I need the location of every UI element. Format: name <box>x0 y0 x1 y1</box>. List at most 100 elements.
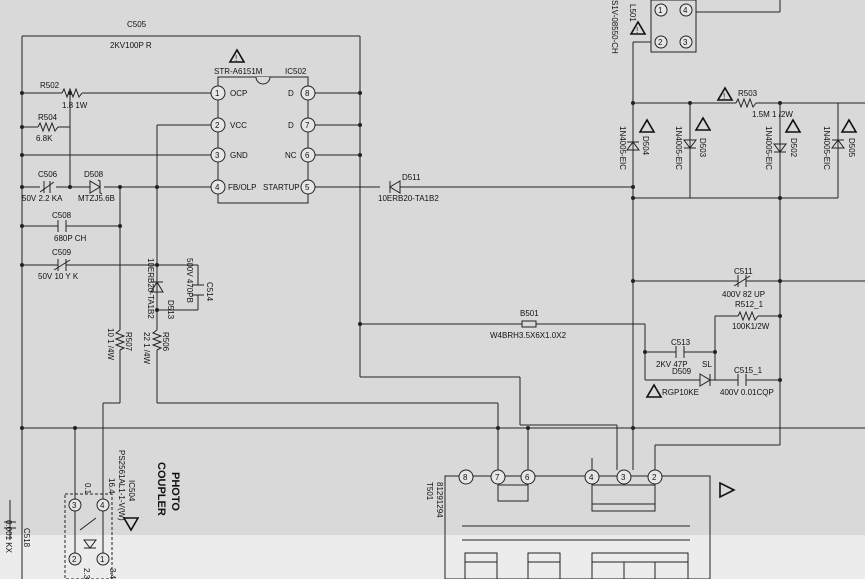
svg-text:R503: R503 <box>738 89 758 98</box>
svg-text:C506: C506 <box>38 170 58 179</box>
left-junctions <box>20 91 159 430</box>
svg-text:2KV 47P: 2KV 47P <box>656 360 688 369</box>
svg-text:1: 1 <box>658 6 663 15</box>
svg-text:C515_1: C515_1 <box>734 366 763 375</box>
svg-text:C513: C513 <box>671 338 691 347</box>
c511-capacitor: C511 400V 82 UP <box>722 267 765 299</box>
svg-text:!: ! <box>235 54 237 63</box>
d504-diode: D504 1N4005-EIC <box>618 118 656 170</box>
d508-zener-diode: D508 MTZJ5.6B <box>78 170 115 203</box>
svg-text:D509: D509 <box>672 367 692 376</box>
warning-icon <box>629 20 647 35</box>
svg-text:2: 2 <box>72 555 77 564</box>
svg-text:1N4005-EIC: 1N4005-EIC <box>618 126 627 170</box>
svg-text:D503: D503 <box>698 138 707 158</box>
svg-text:!: ! <box>636 26 638 35</box>
svg-text:OCP: OCP <box>230 89 247 98</box>
svg-text:VCC: VCC <box>230 121 247 130</box>
ic502-pin-1 <box>210 85 226 101</box>
c518-capacitor: C518 0.001 KX <box>4 520 31 554</box>
svg-text:4: 4 <box>215 183 220 192</box>
svg-text:10 1 /4W: 10 1 /4W <box>106 328 115 360</box>
svg-text:!: ! <box>723 92 725 101</box>
svg-text:3: 3 <box>72 501 77 510</box>
warning-icon <box>228 48 246 63</box>
c515-capacitor: C515_1 400V 0.01CQP <box>720 366 774 397</box>
ic502-pin-4 <box>210 179 226 195</box>
svg-text:1: 1 <box>100 555 105 564</box>
r504-resistor: R504 6.8K <box>36 113 59 143</box>
ic502: STR-A6151M IC502 ! 1 OCP 2 VCC 3 GND 4 F… <box>210 48 380 204</box>
svg-text:1.8 1W: 1.8 1W <box>62 101 88 110</box>
ic502-pin-2 <box>210 117 226 133</box>
svg-text:5: 5 <box>305 183 310 192</box>
r502-resistor: R502 1.8 1W <box>40 81 88 110</box>
svg-text:C509: C509 <box>52 248 72 257</box>
svg-text:50V 10 Y K: 50V 10 Y K <box>38 272 79 281</box>
svg-text:D513: D513 <box>166 300 175 320</box>
svg-text:16.4: 16.4 <box>107 478 116 494</box>
warning-icon <box>719 481 736 499</box>
svg-text:1.5M 1 /2W: 1.5M 1 /2W <box>752 110 793 119</box>
warning-icon <box>716 86 734 101</box>
d502-diode: D502 1N4005-EIC <box>764 118 802 170</box>
c505-capacitor: C505 2KV100P R <box>110 20 152 50</box>
svg-text:6.8K: 6.8K <box>36 134 53 143</box>
svg-text:400V 0.01CQP: 400V 0.01CQP <box>720 388 774 397</box>
r507-resistor: R507 10 1 /4W <box>106 328 133 360</box>
svg-text:1N4005-EIC: 1N4005-EIC <box>822 126 831 170</box>
svg-text:10ERB20-TA1B2: 10ERB20-TA1B2 <box>146 258 155 319</box>
svg-text:500V 470PB: 500V 470PB <box>185 258 194 303</box>
svg-text:R504: R504 <box>38 113 58 122</box>
svg-text:T501: T501 <box>425 482 434 501</box>
svg-text:NC: NC <box>285 151 297 160</box>
svg-text:1N4005-EIC: 1N4005-EIC <box>764 126 773 170</box>
svg-text:FB/OLP: FB/OLP <box>228 183 256 192</box>
svg-text:RGP10KE: RGP10KE <box>662 388 699 397</box>
svg-text:PS2561AL1-1-V(W): PS2561AL1-1-V(W) <box>117 450 126 521</box>
svg-text:B501: B501 <box>520 309 539 318</box>
d511-diode: D511 10ERB20-TA1B2 <box>378 173 633 203</box>
svg-text:SL: SL <box>702 360 712 369</box>
svg-text:6: 6 <box>305 151 310 160</box>
svg-text:3: 3 <box>215 151 220 160</box>
svg-text:S1V-08550-CH: S1V-08550-CH <box>610 0 619 54</box>
l501-line-filter: 1 4 2 3 L501 S1V-08550-CH ! <box>610 0 693 54</box>
r503-resistor: R503 1.5M 1 /2W ! <box>716 86 793 119</box>
svg-text:4: 4 <box>683 6 688 15</box>
svg-text:8: 8 <box>305 89 310 98</box>
svg-text:D502: D502 <box>789 138 798 158</box>
svg-text:2KV100P R: 2KV100P R <box>110 41 152 50</box>
d505-diode: D505 1N4005-EIC <box>822 118 858 170</box>
svg-text:1: 1 <box>215 89 220 98</box>
svg-text:STR-A6151M: STR-A6151M <box>214 67 263 76</box>
svg-text:10ERB20-TA1B2: 10ERB20-TA1B2 <box>378 194 439 203</box>
svg-text:100K1/2W: 100K1/2W <box>732 322 770 331</box>
svg-text:2.3: 2.3 <box>82 568 91 579</box>
svg-text:D: D <box>288 89 294 98</box>
svg-text:3.4: 3.4 <box>108 568 117 579</box>
svg-text:81291294: 81291294 <box>435 482 444 518</box>
svg-text:4: 4 <box>100 501 105 510</box>
r506-resistor: R506 22 1 /4W <box>142 329 170 364</box>
svg-text:D505: D505 <box>847 138 856 158</box>
svg-text:22 1 /4W: 22 1 /4W <box>142 332 151 364</box>
c508-capacitor: C508 680P CH <box>52 211 87 243</box>
svg-text:D: D <box>288 121 294 130</box>
svg-text:0.1: 0.1 <box>83 483 92 495</box>
svg-text:C505: C505 <box>127 20 147 29</box>
svg-text:C511: C511 <box>734 267 753 276</box>
svg-text:3: 3 <box>683 38 688 47</box>
svg-text:IC502: IC502 <box>285 67 307 76</box>
svg-text:2: 2 <box>652 473 657 482</box>
right-junctions <box>496 101 782 430</box>
svg-text:4: 4 <box>589 473 594 482</box>
svg-text:MTZJ5.6B: MTZJ5.6B <box>78 194 115 203</box>
svg-text:1N4005-EIC: 1N4005-EIC <box>674 126 683 170</box>
svg-text:400V 82 UP: 400V 82 UP <box>722 290 765 299</box>
svg-text:0.001 KX: 0.001 KX <box>4 520 13 554</box>
svg-text:R507: R507 <box>124 332 133 352</box>
svg-text:PHOTO: PHOTO <box>169 472 181 511</box>
svg-text:W4BRH3.5X6X1.0X2: W4BRH3.5X6X1.0X2 <box>490 331 567 340</box>
